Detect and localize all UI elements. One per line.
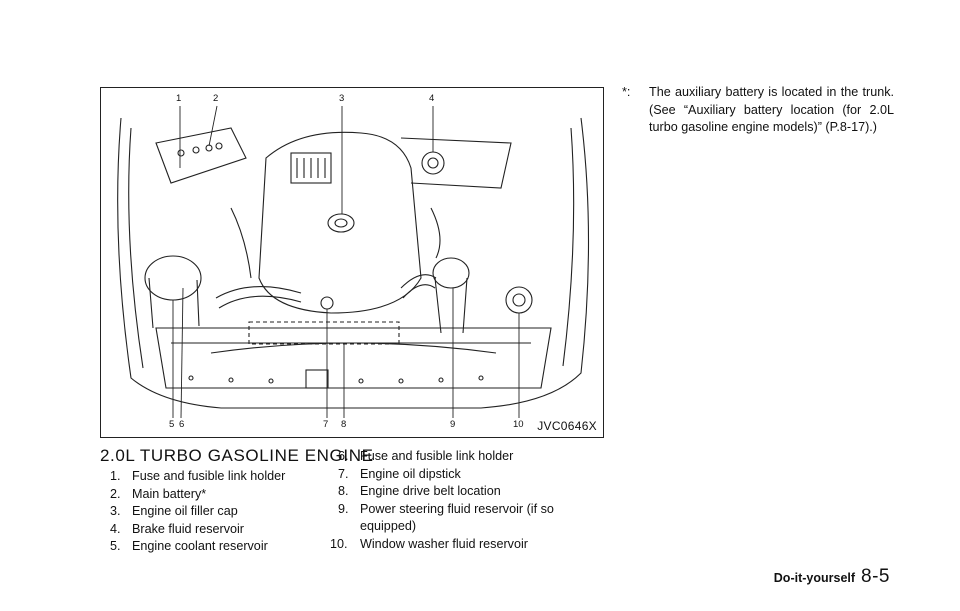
section-title: 2.0L TURBO GASOLINE ENGINE	[100, 446, 374, 465]
page-footer: Do-it-yourself 8-5	[774, 566, 890, 588]
callout-2: 2	[213, 93, 219, 104]
component-list-left: 1.Fuse and fusible link holder 2.Main ba…	[110, 468, 330, 556]
callout-7: 7	[323, 419, 329, 430]
footer-section: Do-it-yourself	[773, 571, 856, 585]
callout-9: 9	[450, 419, 456, 430]
engine-illustration	[117, 105, 590, 419]
figure-code: JVC0646X	[537, 419, 597, 433]
list-item: 5.Engine coolant reservoir	[110, 539, 268, 554]
note-text: The auxiliary battery is located in the …	[649, 85, 894, 135]
callout-4: 4	[429, 93, 435, 104]
callout-8: 8	[341, 419, 347, 430]
list-item: 4.Brake fluid reservoir	[110, 521, 244, 536]
callout-1: 1	[176, 93, 182, 104]
callout-3: 3	[339, 93, 345, 104]
list-item: 8.Engine drive belt location	[338, 484, 501, 499]
list-item: 6.Fuse and fusible link holder	[338, 449, 514, 463]
list-item: 7.Engine oil dipstick	[338, 466, 461, 481]
callout-10: 10	[513, 419, 524, 430]
list-item: 1.Fuse and fusible link holder	[110, 469, 286, 483]
auxiliary-battery-note: *: The auxiliary battery is located in t…	[622, 84, 894, 137]
callout-6: 6	[179, 419, 185, 430]
page-number: 8-5	[861, 566, 890, 587]
note-marker: *:	[622, 85, 631, 99]
component-list-right: 6.Fuse and fusible link holder 7.Engine …	[330, 448, 608, 554]
list-item: 9.Power steering fluid reservoir (if so …	[338, 501, 554, 534]
list-item: 2.Main battery*	[110, 486, 207, 501]
callout-5: 5	[169, 419, 175, 430]
engine-compartment-figure: 1 2 3 4 5 6 7 8 9 10 JVC0646X	[100, 87, 604, 438]
list-item: 10.Window washer fluid reservoir	[330, 536, 528, 551]
list-item: 3.Engine oil filler cap	[110, 504, 238, 519]
